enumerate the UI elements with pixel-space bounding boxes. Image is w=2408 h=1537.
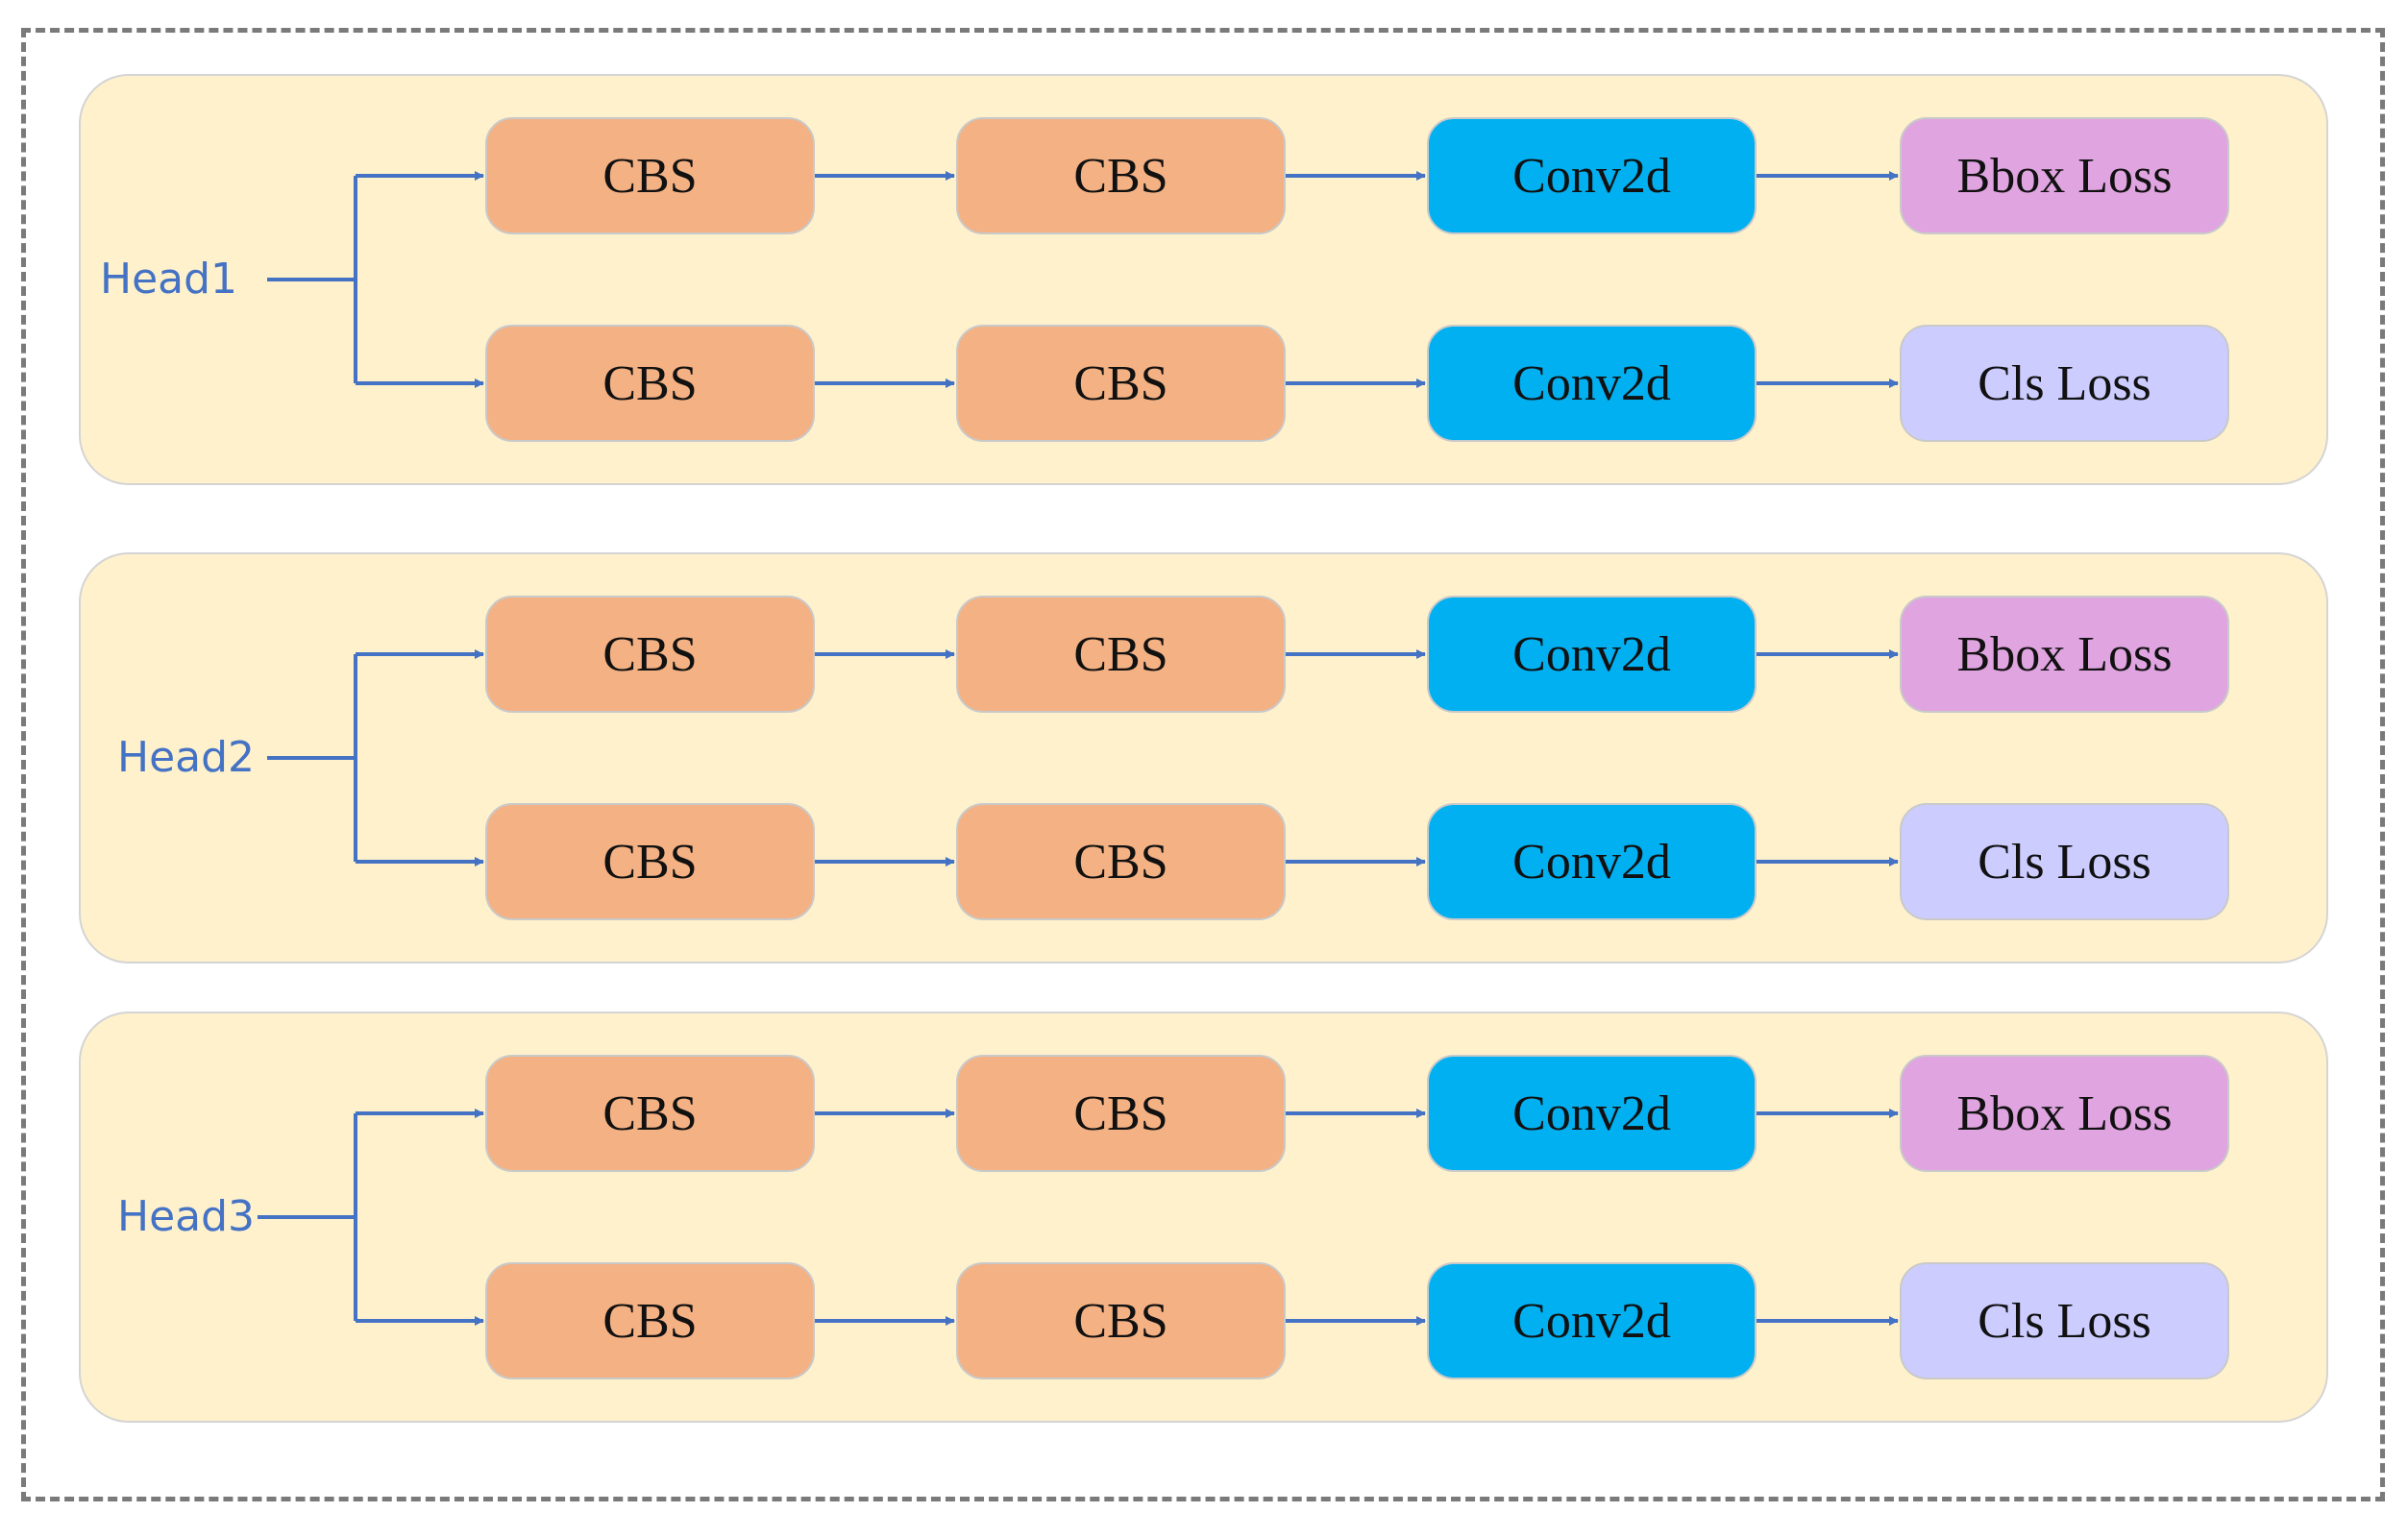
cbs-block: CBS — [485, 1055, 815, 1172]
head-label: Head2 — [117, 733, 256, 782]
bbox-loss-block: Bbox Loss — [1900, 1055, 2229, 1172]
cls-loss-block: Cls Loss — [1900, 1262, 2229, 1379]
conv2d-block: Conv2d — [1427, 803, 1757, 920]
outer-dashed-frame — [21, 28, 2385, 1501]
cls-loss-block: Cls Loss — [1900, 803, 2229, 920]
conv2d-block: Conv2d — [1427, 1055, 1757, 1172]
cbs-block: CBS — [956, 325, 1286, 442]
head-label: Head1 — [100, 255, 238, 304]
conv2d-block: Conv2d — [1427, 325, 1757, 442]
bbox-loss-block: Bbox Loss — [1900, 117, 2229, 234]
conv2d-block: Conv2d — [1427, 117, 1757, 234]
cbs-block: CBS — [956, 117, 1286, 234]
cbs-block: CBS — [956, 1262, 1286, 1379]
cbs-block: CBS — [485, 325, 815, 442]
cbs-block: CBS — [485, 803, 815, 920]
conv2d-block: Conv2d — [1427, 1262, 1757, 1379]
head-label: Head3 — [117, 1192, 256, 1241]
cbs-block: CBS — [485, 117, 815, 234]
cls-loss-block: Cls Loss — [1900, 325, 2229, 442]
bbox-loss-block: Bbox Loss — [1900, 596, 2229, 713]
cbs-block: CBS — [956, 803, 1286, 920]
cbs-block: CBS — [956, 596, 1286, 713]
conv2d-block: Conv2d — [1427, 596, 1757, 713]
cbs-block: CBS — [485, 1262, 815, 1379]
cbs-block: CBS — [956, 1055, 1286, 1172]
cbs-block: CBS — [485, 596, 815, 713]
